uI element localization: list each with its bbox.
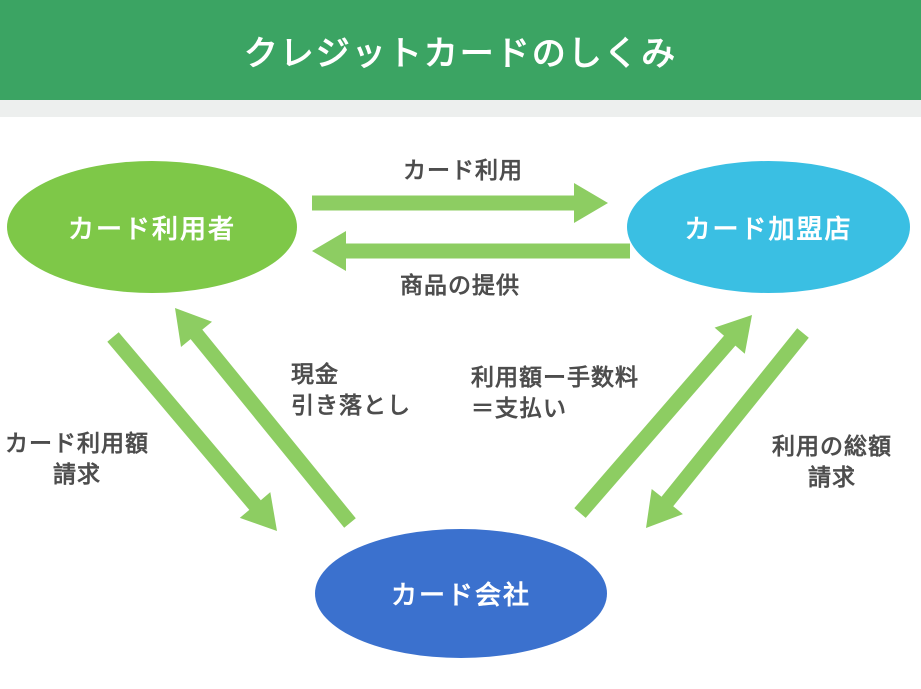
- arrow-cash-debit: [107, 332, 277, 531]
- flow-label-total-billing: 利用の総額 請求: [772, 433, 892, 490]
- flow-label-goods-provision: 商品の提供: [400, 272, 520, 298]
- arrow-payment: [574, 315, 752, 518]
- flow-label-payment: 利用額ー手数料 ＝支払い: [471, 364, 639, 421]
- arrow-usage-billing: [175, 308, 356, 528]
- node-card-company: カード会社: [315, 529, 607, 658]
- node-card-user: カード利用者: [7, 161, 297, 293]
- flow-label-card-use: カード利用: [403, 157, 523, 183]
- arrow-total-billing: [646, 328, 809, 528]
- page-title: クレジットカードのしくみ: [243, 34, 678, 73]
- node-card-company-label: カード会社: [390, 580, 531, 610]
- node-card-merchant: カード加盟店: [627, 161, 910, 293]
- flow-label-usage-billing: カード利用額 請求: [5, 430, 149, 487]
- arrow-goods: [312, 231, 630, 271]
- flow-label-cash-debit: 現金 引き落とし: [291, 361, 411, 418]
- node-card-merchant-label: カード加盟店: [684, 213, 853, 244]
- divider-strip: [0, 100, 921, 117]
- title-banner: クレジットカードのしくみ: [0, 0, 921, 100]
- arrow-card-use: [312, 183, 608, 223]
- node-card-user-label: カード利用者: [67, 213, 236, 244]
